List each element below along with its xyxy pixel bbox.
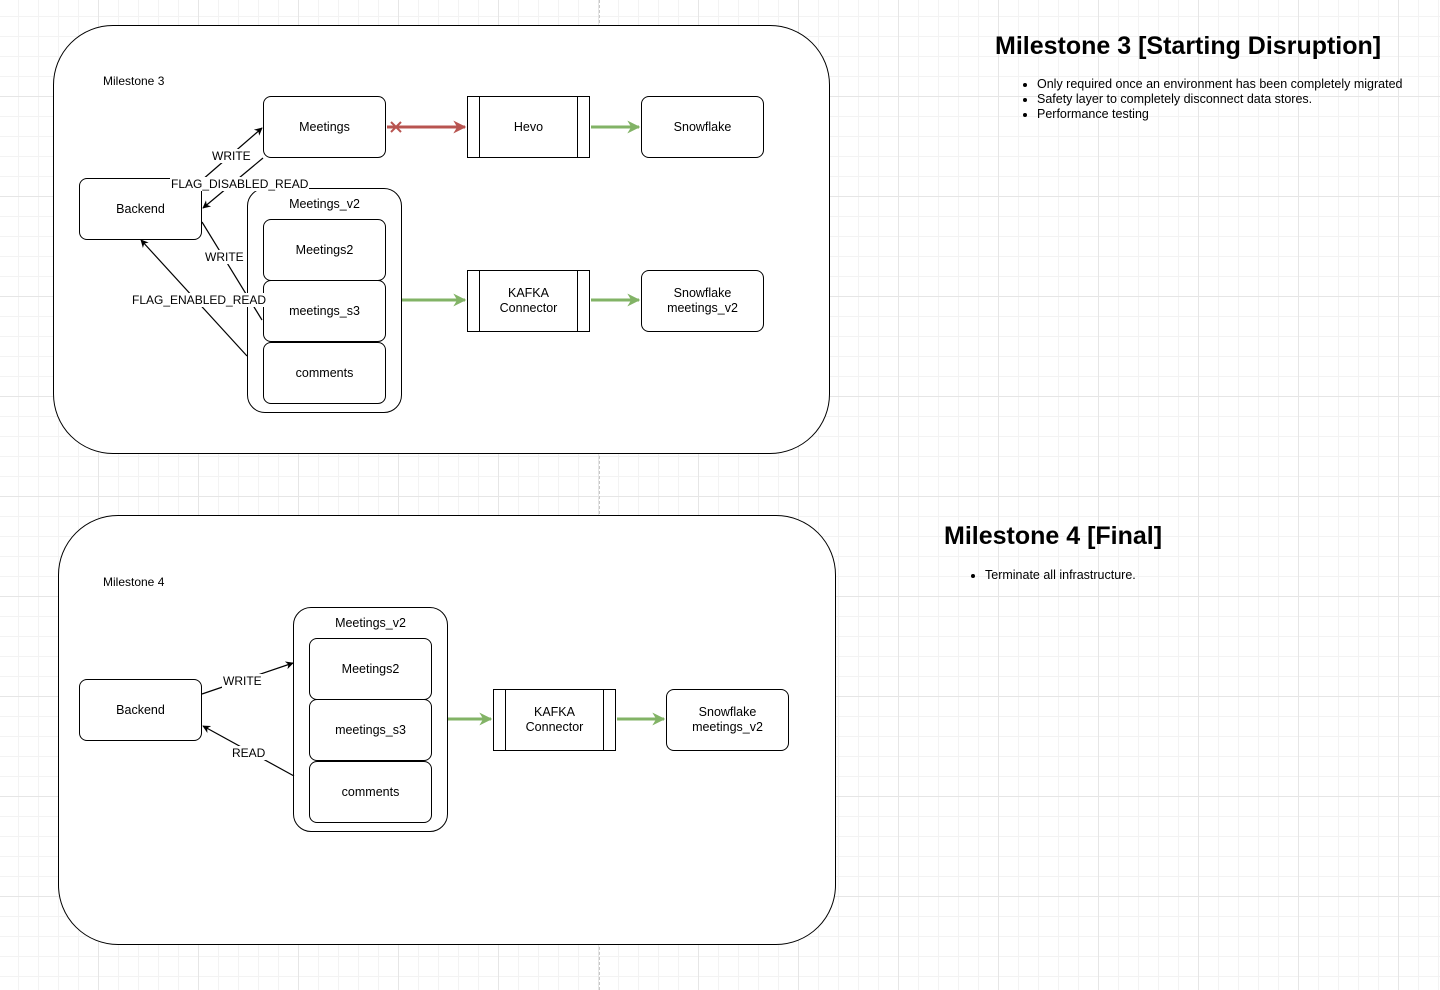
- m3-meetings2-node[interactable]: Meetings2: [263, 219, 386, 281]
- milestone-4-notes: Terminate all infrastructure.: [969, 568, 1136, 583]
- m4-meetings2-node[interactable]: Meetings2: [309, 638, 432, 700]
- m4-snowflake-meetings-v2-node[interactable]: Snowflake meetings_v2: [666, 689, 789, 751]
- m3-snowflake-meetings-v2-node[interactable]: Snowflake meetings_v2: [641, 270, 764, 332]
- m3-meetings-v2-title: Meetings_v2: [289, 197, 360, 211]
- m3-kafka-connector-node[interactable]: KAFKA Connector: [467, 270, 590, 332]
- milestone-4-note: Terminate all infrastructure.: [985, 568, 1136, 583]
- m4-meetings-s3-node[interactable]: meetings_s3: [309, 699, 432, 761]
- m4-read-label: READ: [231, 746, 267, 760]
- m4-backend-node[interactable]: Backend: [79, 679, 202, 741]
- milestone-4-heading: Milestone 4 [Final]: [944, 522, 1163, 550]
- page-break-divider: [599, 0, 600, 990]
- m4-write-label: WRITE: [222, 674, 263, 688]
- m3-flag-disabled-read-label: FLAG_DISABLED_READ: [170, 177, 310, 191]
- milestone-4-panel-label: Milestone 4: [103, 575, 165, 589]
- milestone-3-notes: Only required once an environment has be…: [1021, 77, 1403, 122]
- milestone-3-panel-label: Milestone 3: [103, 74, 165, 88]
- milestone-3-note: Safety layer to completely disconnect da…: [1037, 92, 1403, 107]
- m3-hevo-node[interactable]: Hevo: [467, 96, 590, 158]
- m3-snowflake-node[interactable]: Snowflake: [641, 96, 764, 158]
- milestone-3-heading: Milestone 3 [Starting Disruption]: [995, 32, 1382, 60]
- m3-comments-node[interactable]: comments: [263, 342, 386, 404]
- m3-meetings-s3-node[interactable]: meetings_s3: [263, 280, 386, 342]
- m4-meetings-v2-title: Meetings_v2: [335, 616, 406, 630]
- m4-kafka-connector-node[interactable]: KAFKA Connector: [493, 689, 616, 751]
- milestone-3-note: Only required once an environment has be…: [1037, 77, 1403, 92]
- m3-write-meetings-label: WRITE: [211, 149, 252, 163]
- m3-meetings-node[interactable]: Meetings: [263, 96, 386, 158]
- milestone-3-note: Performance testing: [1037, 107, 1403, 122]
- m3-flag-enabled-read-label: FLAG_ENABLED_READ: [131, 293, 268, 307]
- m3-write-v2-label: WRITE: [204, 250, 245, 264]
- m4-comments-node[interactable]: comments: [309, 761, 432, 823]
